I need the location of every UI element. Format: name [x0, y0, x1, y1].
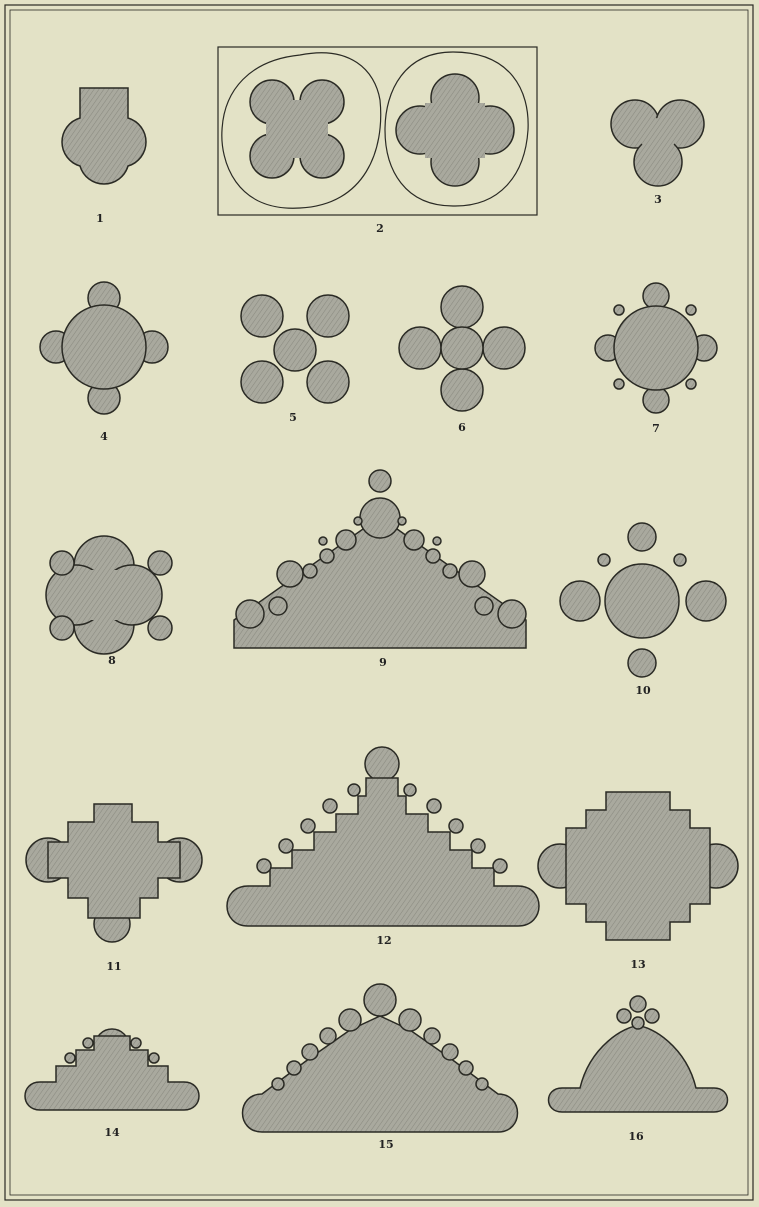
- figure-label: 1: [96, 212, 104, 225]
- figure-label: 13: [630, 958, 645, 971]
- figure-13: [538, 792, 738, 940]
- figure-label: 10: [635, 684, 651, 697]
- figure-11: [26, 804, 202, 942]
- figure-label: 9: [379, 656, 387, 669]
- figure-label: 8: [108, 654, 116, 667]
- figure-7: [595, 283, 717, 413]
- figure-label: 12: [376, 934, 391, 947]
- figure-14: [25, 1029, 199, 1110]
- figure-10: [560, 523, 726, 677]
- figure-label: 6: [458, 421, 466, 434]
- figure-label: 3: [654, 193, 662, 206]
- figure-4: [40, 282, 168, 414]
- figure-label: 4: [100, 430, 108, 443]
- figure-label: 2: [376, 222, 384, 235]
- figure-15: [243, 984, 518, 1132]
- figure-label: 14: [104, 1126, 120, 1139]
- figure-label: 7: [652, 422, 660, 435]
- figure-1: [62, 88, 146, 184]
- figure-16: [549, 996, 728, 1112]
- figure-8: [46, 536, 172, 654]
- figure-label: 16: [628, 1130, 644, 1143]
- figure-label: 15: [378, 1138, 393, 1151]
- figure-12: [227, 747, 539, 926]
- figure-9: [234, 470, 526, 648]
- figure-5: [241, 295, 349, 403]
- figure-label: 11: [106, 960, 121, 973]
- figure-2: [218, 47, 537, 215]
- figure-6: [399, 286, 525, 411]
- figure-3: [611, 100, 704, 186]
- figure-label: 5: [289, 411, 297, 424]
